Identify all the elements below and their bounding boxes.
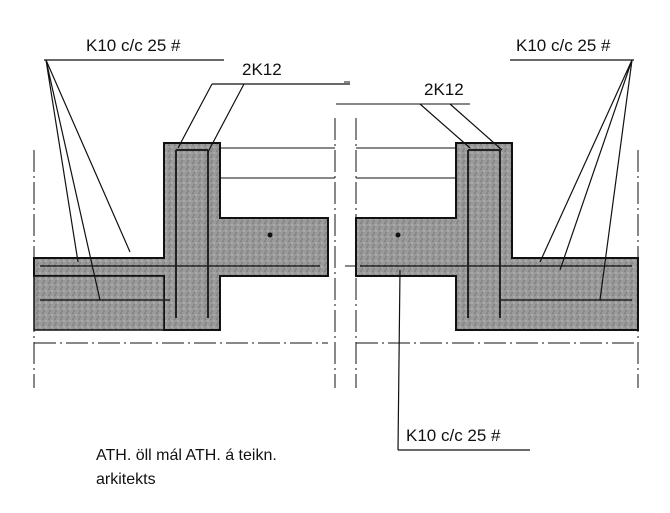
center-lines [33, 118, 639, 388]
left-bar-dot [267, 232, 273, 238]
right-section [355, 142, 639, 331]
right-slab-rebar [360, 265, 632, 301]
architect-note-line2: arkitekts [96, 471, 156, 488]
label-bars-left: 2K12 [242, 60, 282, 79]
label-rebar-top-left: K10 c/c 25 # [86, 36, 181, 55]
label-rebar-bottom: K10 c/c 25 # [406, 426, 501, 445]
leader-lines [44, 59, 634, 451]
left-slab-bottom [33, 275, 165, 331]
architect-note: ATH. öll mál ATH. á teikn. arkitekts [96, 444, 277, 492]
left-slab-rebar [40, 265, 320, 301]
right-bar-dot [395, 232, 401, 238]
right-wall-rebar [467, 149, 501, 318]
label-rebar-top-right: K10 c/c 25 # [516, 36, 611, 55]
label-bars-right: 2K12 [424, 80, 464, 99]
extension-lines [220, 81, 470, 267]
left-wall-rebar [175, 149, 209, 318]
left-section [33, 142, 329, 331]
architect-note-line1: ATH. öll mál ATH. á teikn. [96, 447, 277, 464]
